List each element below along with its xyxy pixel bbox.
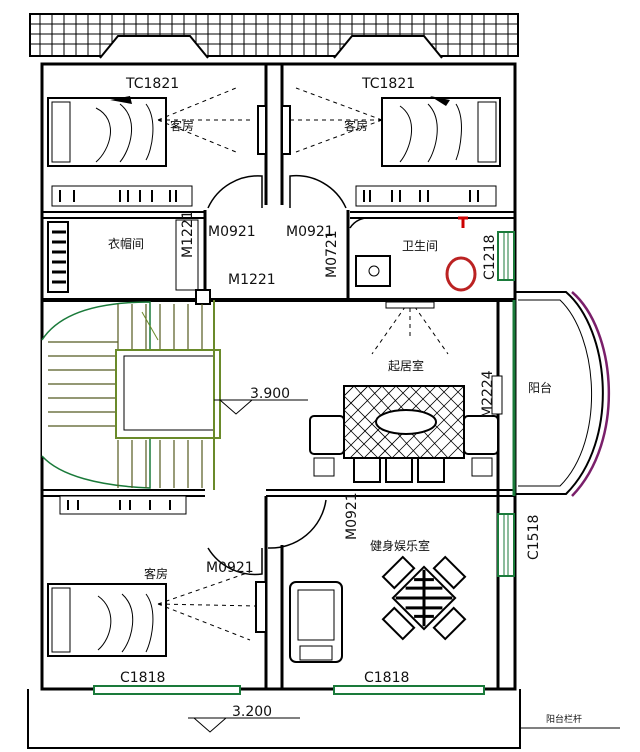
room-label-bathroom: 卫生间 [402, 239, 438, 253]
bottom-windows [93, 685, 485, 695]
level-label-mid: 3.900 [250, 386, 290, 402]
room-label-gym: 健身娱乐室 [370, 538, 430, 553]
door-swings-top [207, 174, 373, 229]
door-label-m1221-horizontal: M1221 [228, 272, 276, 288]
guest-room-top-left [47, 87, 267, 207]
window-label-c1818-right: C1818 [364, 670, 409, 686]
door-label-m1221-vertical: M1221 [180, 210, 196, 258]
window-label-tc-right: TC1821 [361, 76, 415, 92]
door-label-m2224: M2224 [480, 370, 496, 418]
room-label-wardrobe: 衣帽间 [108, 236, 144, 251]
level-marker-mid [214, 399, 308, 415]
balcony [516, 291, 610, 497]
level-marker-bottom [188, 717, 620, 733]
door-label-m0921-a: M0921 [208, 224, 256, 240]
guest-room-top-right [281, 87, 501, 207]
bathroom [355, 216, 515, 292]
door-label-m0921-c: M0921 [344, 492, 360, 540]
window-label-c1218: C1218 [482, 235, 498, 280]
room-label-guest-left: 客房 [170, 118, 194, 133]
door-label-m0921-d: M0921 [206, 560, 254, 576]
note-label-bottom-right: 阳台栏杆 [546, 713, 582, 725]
room-label-balcony: 阳台 [528, 380, 552, 395]
room-label-lounge: 起居室 [388, 358, 424, 373]
gym-room [267, 499, 515, 663]
door-label-m0721: M0721 [324, 230, 340, 278]
staircase [41, 300, 221, 490]
roof-tiles [29, 13, 519, 59]
lounge-furniture [309, 299, 516, 496]
wardrobe-room [47, 219, 211, 305]
window-label-c1818-left: C1818 [120, 670, 165, 686]
window-label-tc-left: TC1821 [125, 76, 179, 92]
room-label-guest-right: 客房 [344, 118, 368, 133]
guest-room-bottom-left [47, 495, 267, 657]
room-label-guest-bottom: 客房 [144, 566, 168, 581]
window-label-c1518: C1518 [526, 515, 542, 560]
level-label-bottom: 3.200 [232, 704, 272, 720]
door-label-m0921-b: M0921 [286, 224, 334, 240]
